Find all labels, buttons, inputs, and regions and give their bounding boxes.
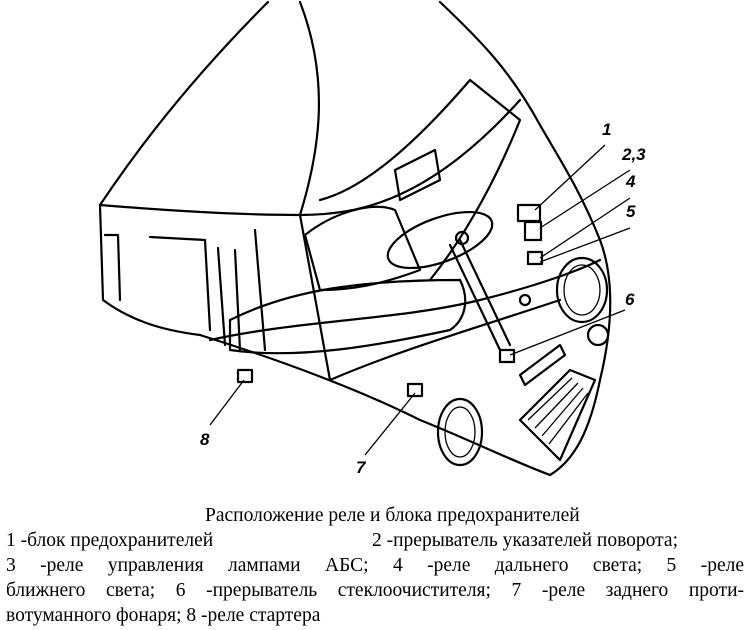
fastener	[518, 293, 532, 307]
callout-2-3: 2,3	[622, 145, 646, 164]
callout-5: 5	[626, 202, 636, 221]
turn-signal-interrupter	[523, 220, 543, 242]
vehicle-drawing	[98, 0, 631, 477]
caption-title: Расположение реле и блока предохранителе…	[205, 505, 580, 526]
caption-line-4: вотуманного фонаря; 8 -реле стартера	[6, 605, 321, 626]
vehicle-body-outline	[98, 0, 612, 477]
caption-line-2: 3 -реле управления лампами АБС; 4 -реле …	[6, 555, 744, 576]
callout-1: 1	[602, 120, 612, 139]
caption-line-3: ближнего света; 6 -прерыватель стеклоочи…	[6, 580, 744, 601]
windshield	[318, 78, 522, 282]
starter-relay	[236, 368, 254, 384]
caption-item-1: 1 -блок предохранителей	[6, 530, 214, 551]
callout-4: 4	[626, 172, 636, 191]
wheel	[436, 397, 484, 467]
wiper-interrupter	[498, 348, 516, 364]
seat	[228, 205, 467, 355]
fog-lamp-relay	[406, 382, 424, 398]
radiator-grille	[518, 343, 597, 462]
high-beam-relay	[526, 250, 544, 266]
leader-lines	[209, 144, 631, 456]
headlight	[555, 256, 610, 347]
callout-8: 8	[200, 430, 210, 449]
steering-wheel	[386, 210, 512, 352]
callout-7: 7	[356, 458, 366, 477]
dashboard	[208, 258, 602, 382]
caption-item-2: 2 -прерыватель указателей поворота;	[372, 530, 678, 551]
relay-components	[236, 203, 544, 398]
callout-6: 6	[625, 290, 635, 309]
fuse-block	[516, 203, 542, 223]
